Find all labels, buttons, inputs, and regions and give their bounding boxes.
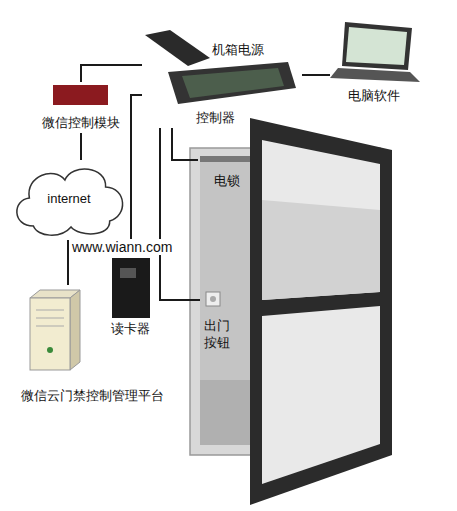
node-label: 微信云门禁控制管理平台: [21, 388, 164, 404]
node-label: 机箱电源: [212, 42, 264, 58]
controller: 机箱电源控制器: [142, 28, 302, 128]
card-reader-window: [120, 268, 136, 278]
door-glass: [262, 306, 380, 484]
laptop-base: [330, 68, 420, 82]
wire: [160, 128, 200, 300]
server-bay: [36, 310, 64, 311]
wechat-module: 微信控制模块: [36, 82, 126, 133]
node-label: internet: [47, 191, 90, 207]
wechat-module: [53, 85, 108, 105]
wire: [80, 133, 82, 160]
electric-lock: 电锁: [198, 152, 250, 194]
exit-button-plate: [206, 292, 220, 306]
server-bay: [36, 326, 64, 327]
node-label: 电锁: [214, 173, 240, 189]
cloud-path: [17, 169, 123, 235]
internet-cloud: internet: [8, 160, 130, 240]
electric-lock: [200, 156, 250, 162]
laptop-display: [346, 27, 407, 65]
server-bay: [36, 318, 64, 319]
wire: [67, 240, 69, 285]
card-reader: 读卡器: [105, 255, 157, 339]
door-glass-shade: [262, 200, 380, 300]
node-label: 读卡器: [111, 321, 150, 337]
node-label: 微信控制模块: [42, 115, 120, 131]
controller-board: [182, 68, 284, 98]
cloud-platform: 微信云门禁控制管理平台: [5, 285, 180, 410]
controller-body: [168, 62, 296, 104]
exit-button: 出门 按钮: [200, 285, 234, 357]
wire: [81, 65, 142, 82]
node-label: 出门 按钮: [204, 317, 230, 351]
laptop-screen: [342, 22, 412, 70]
pc-software: 电脑软件: [330, 18, 425, 106]
controller-lid: [145, 30, 210, 66]
exit-button: [210, 296, 216, 302]
wire: [172, 128, 198, 160]
server-led: [47, 347, 53, 353]
server-side: [70, 290, 80, 370]
node-label: 控制器: [196, 110, 235, 126]
node-label: 电脑软件: [348, 88, 400, 104]
door-glass: [262, 140, 380, 300]
server-front: [30, 298, 70, 370]
door-leaf: [250, 118, 392, 505]
wire: [302, 74, 330, 76]
card-reader: [112, 258, 150, 318]
wire: [131, 95, 142, 255]
website-label: www.wiann.com: [70, 239, 174, 255]
